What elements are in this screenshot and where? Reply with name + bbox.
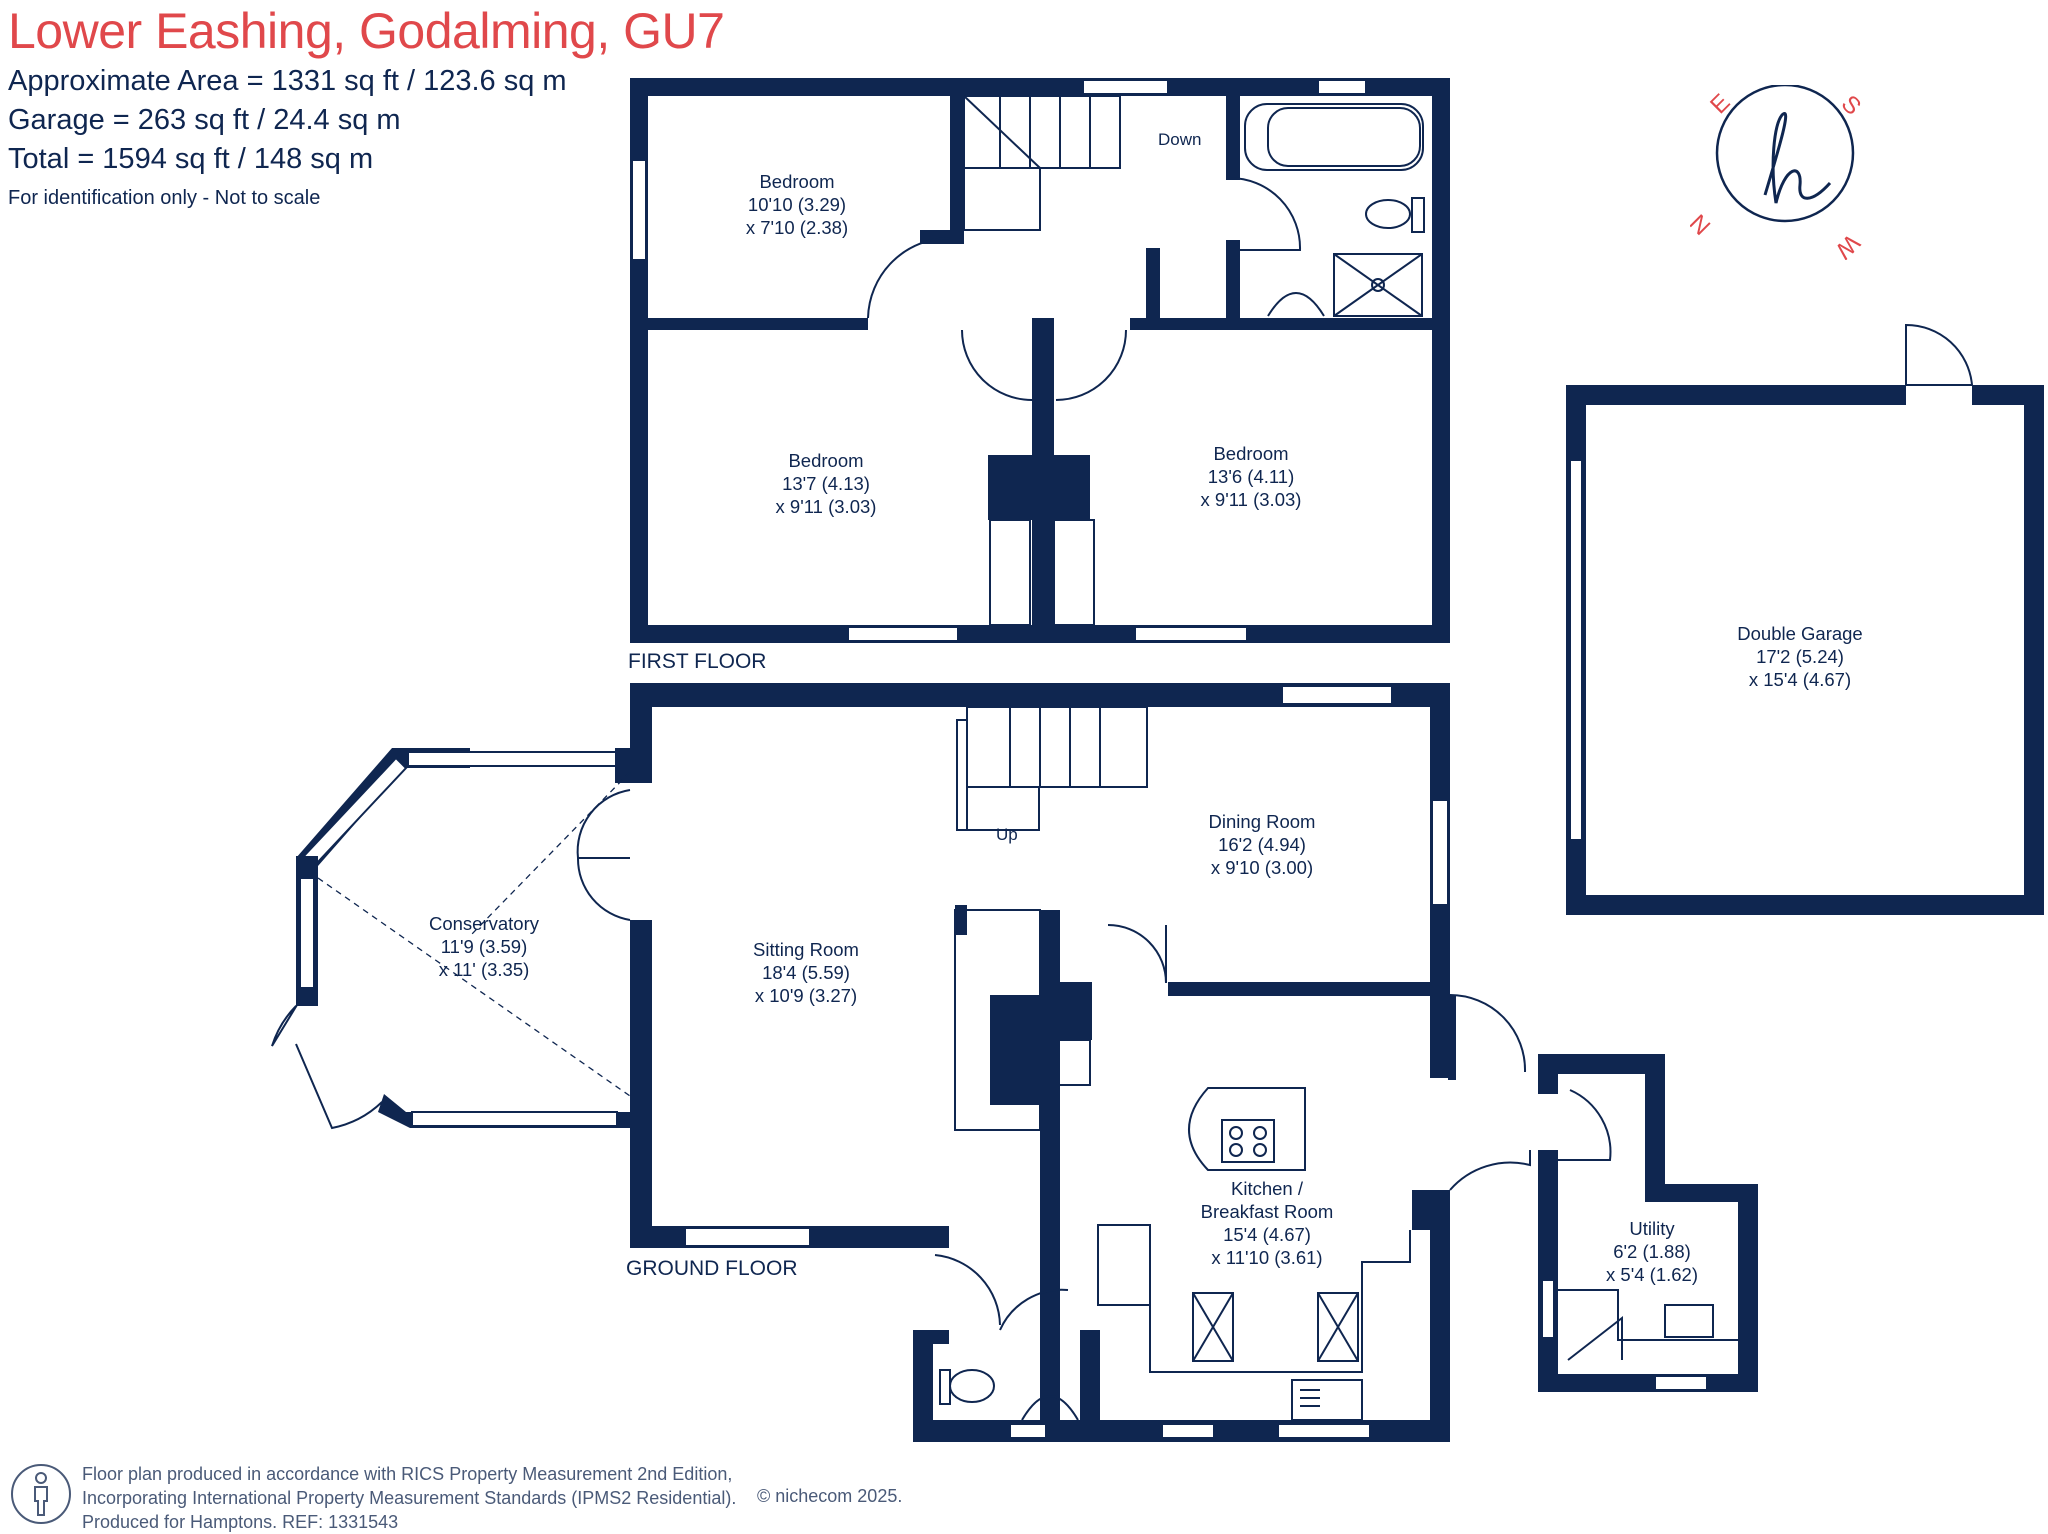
property-title: Lower Eashing, Godalming, GU7 [8,3,725,59]
person-icon [11,1464,71,1524]
garage-dim2: x 15'4 (4.67) [1749,669,1851,690]
kitchen-name: Kitchen / [1231,1178,1304,1199]
bedroom1-dim2: x 7'10 (2.38) [746,217,848,238]
conservatory-name: Conservatory [429,913,540,934]
utility-dim1: 6'2 (1.88) [1613,1241,1691,1262]
approx-area: Approximate Area = 1331 sq ft / 123.6 sq… [8,65,567,97]
garage-area: Garage = 263 sq ft / 24.4 sq m [8,104,401,136]
conservatory-dim1: 11'9 (3.59) [441,936,528,957]
sitting-name: Sitting Room [753,939,859,960]
double-garage [1566,323,2044,915]
bedroom3-name: Bedroom [1213,443,1288,464]
garage-dim1: 17'2 (5.24) [1756,646,1844,667]
dining-dim1: 16'2 (4.94) [1218,834,1306,855]
kitchen-dim1: 15'4 (4.67) [1223,1224,1311,1245]
scale-disclaimer: For identification only - Not to scale [8,187,321,209]
dining-name: Dining Room [1209,811,1316,832]
sitting-dim2: x 10'9 (3.27) [755,985,857,1006]
ground-floor-label: GROUND FLOOR [626,1257,798,1280]
copyright: © nichecom 2025. [757,1486,903,1506]
dining-dim2: x 9'10 (3.00) [1211,857,1313,878]
up-label: Up [996,825,1018,844]
footer-line2: Incorporating International Property Mea… [82,1488,737,1508]
compass-logo: E S N W [1690,85,1866,260]
bedroom1-dim1: 10'10 (3.29) [748,194,846,215]
utility-name: Utility [1629,1218,1675,1239]
footer-line3: Produced for Hamptons. REF: 1331543 [82,1512,399,1532]
plan-header: Lower Eashing, Godalming, GU7 Approximat… [8,0,725,210]
conservatory-dim2: x 11' (3.35) [439,959,530,980]
total-area: Total = 1594 sq ft / 148 sq m [8,143,374,175]
kitchen-name2: Breakfast Room [1201,1201,1334,1222]
first-floor-label: FIRST FLOOR [628,650,766,673]
signature-h-icon [1763,111,1832,204]
footer-line1: Floor plan produced in accordance with R… [82,1464,733,1484]
bedroom3-dim2: x 9'11 (3.03) [1201,489,1302,510]
utility-dim2: x 5'4 (1.62) [1606,1264,1698,1285]
footer-notes: Floor plan produced in accordance with R… [82,1462,736,1534]
garage-name: Double Garage [1737,623,1862,644]
first-floor [630,78,1450,643]
bedroom2-name: Bedroom [788,450,863,471]
sitting-dim1: 18'4 (5.59) [762,962,850,983]
down-label: Down [1158,130,1201,149]
bedroom1-name: Bedroom [759,171,834,192]
ground-floor [271,683,1758,1442]
bedroom2-dim2: x 9'11 (3.03) [776,496,877,517]
bedroom2-dim1: 13'7 (4.13) [782,473,870,494]
kitchen-dim2: x 11'10 (3.61) [1211,1247,1322,1268]
bedroom3-dim1: 13'6 (4.11) [1208,466,1295,487]
